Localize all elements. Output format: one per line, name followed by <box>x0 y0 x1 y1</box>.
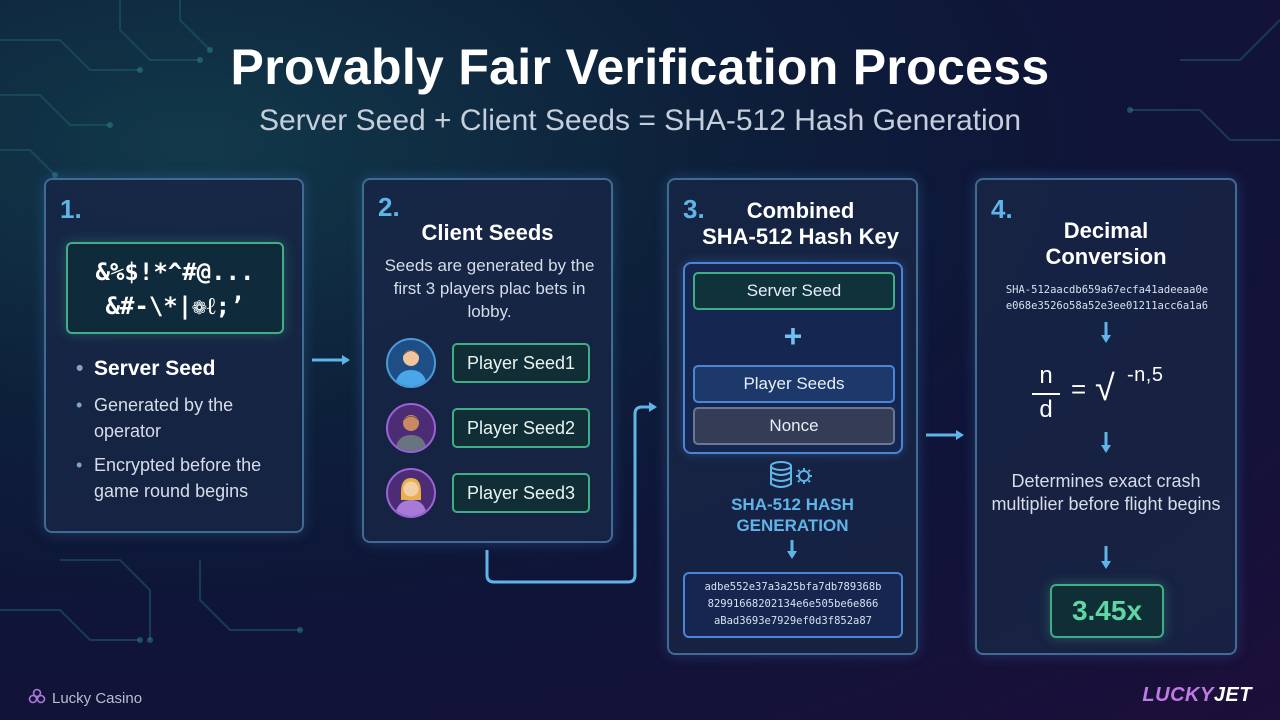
step-title: Client Seeds <box>421 220 554 245</box>
step-decimal-conversion-panel: 4. Decimal Conversion SHA-512aacdb659a67… <box>975 178 1237 655</box>
step-title-line-1: Combined <box>746 198 855 223</box>
bullet-item: Server Seed <box>76 356 296 382</box>
player-seed-3: Player Seed3 <box>452 473 590 513</box>
client-seeds-description: Seeds are generated by the first 3 playe… <box>384 256 595 321</box>
hash-line: SHA-512aacdb659a67ecfa41adeeaa0e <box>1005 284 1209 296</box>
player-avatar-icon <box>386 403 436 453</box>
step-title-line-1: Decimal <box>1063 218 1149 243</box>
step-title: Combined SHA-512 Hash Key <box>685 198 916 250</box>
step-number: 4. <box>991 194 1013 224</box>
formula-equals: = <box>1071 374 1087 404</box>
player-row: Player Seed2 <box>386 403 596 453</box>
crash-multiplier-result: 3.45x <box>1050 584 1164 638</box>
hash-line: 82991668202134e6e505be6e866 <box>707 598 879 610</box>
sha512-hash-text: SHA-512aacdb659a67ecfa41adeeaa0e e068e35… <box>985 282 1229 314</box>
hash-generation-label-line-1: SHA-512 HASH <box>731 495 854 514</box>
server-seed-display: &%$!*^#@... &#-\*|❁ℓ;’ <box>66 242 284 334</box>
conversion-description: Determines exact crash multiplier before… <box>991 471 1221 514</box>
player-seeds-input: Player Seeds <box>693 365 895 403</box>
step-title-line-2: Conversion <box>1045 244 1167 269</box>
step-number: 3. <box>683 194 705 224</box>
nonce-input: Nonce <box>693 407 895 445</box>
step-combined-hash-panel: 3. Combined SHA-512 Hash Key Server Seed… <box>667 178 918 655</box>
player-row: Player Seed1 <box>386 338 596 388</box>
footer-brand: Lucky Casino <box>28 688 142 707</box>
formula-denominator: d <box>1039 396 1053 423</box>
hash-output-box: adbe552e37a3a25bfa7db789368b 82991668202… <box>683 572 903 638</box>
logo-text-part-2: JET <box>1213 684 1252 706</box>
seed-text-line-1: &%$!*^#@... <box>95 258 255 286</box>
page-subtitle: Server Seed + Client Seeds = SHA-512 Has… <box>258 104 1022 137</box>
hash-line: adbe552e37a3a25bfa7db789368b <box>704 581 882 593</box>
hash-generation-label: SHA-512 HASH GENERATION <box>669 494 916 536</box>
database-gear-icon <box>770 461 812 488</box>
step-number: 1. <box>60 194 82 224</box>
fraction-bar <box>1032 393 1060 395</box>
formula-numerator: n <box>1039 362 1053 389</box>
square-root-icon: √ <box>1095 367 1115 408</box>
step-title: Decimal Conversion <box>977 218 1235 270</box>
step-number: 2. <box>378 192 400 222</box>
plus-icon: + <box>783 318 803 354</box>
hash-inputs-box: Server Seed + Player Seeds Nonce <box>683 262 903 454</box>
hash-generation-label-line-2: GENERATION <box>736 516 849 535</box>
bullet-item: Generated by the operator <box>76 392 296 444</box>
brand-name: Lucky Casino <box>52 690 143 707</box>
step-client-seeds-panel: 2. Client Seeds Seeds are generated by t… <box>362 178 613 543</box>
server-seed-bullets: Server Seed Generated by the operator En… <box>76 356 296 512</box>
logo-text-part-1: LUCKY <box>1142 684 1214 706</box>
player-seed-2: Player Seed2 <box>452 408 590 448</box>
conversion-formula: n d = √ -n,5 <box>977 360 1235 424</box>
hash-line: aBad3693e7929ef0d3f852a87 <box>713 615 873 627</box>
casino-logo-icon <box>28 688 46 704</box>
player-avatar-icon <box>386 468 436 518</box>
formula-exponent: -n,5 <box>1127 364 1164 386</box>
step-title-line-2: SHA-512 Hash Key <box>702 224 899 249</box>
player-row: Player Seed3 <box>386 468 596 518</box>
hash-line: e068e3526o58a52e3ee01211acc6a1a6 <box>1005 300 1209 312</box>
player-avatar-icon <box>386 338 436 388</box>
step-server-seed-panel: 1. &%$!*^#@... &#-\*|❁ℓ;’ Server Seed Ge… <box>44 178 304 533</box>
seed-text-line-2: &#-\*|❁ℓ;’ <box>105 292 245 320</box>
page-title: Provably Fair Verification Process <box>230 39 1050 95</box>
server-seed-input: Server Seed <box>693 272 895 310</box>
player-seed-1: Player Seed1 <box>452 343 590 383</box>
lucky-jet-logo: LUCKYJET <box>1142 684 1252 707</box>
bullet-item: Encrypted before the game round begins <box>76 452 296 504</box>
